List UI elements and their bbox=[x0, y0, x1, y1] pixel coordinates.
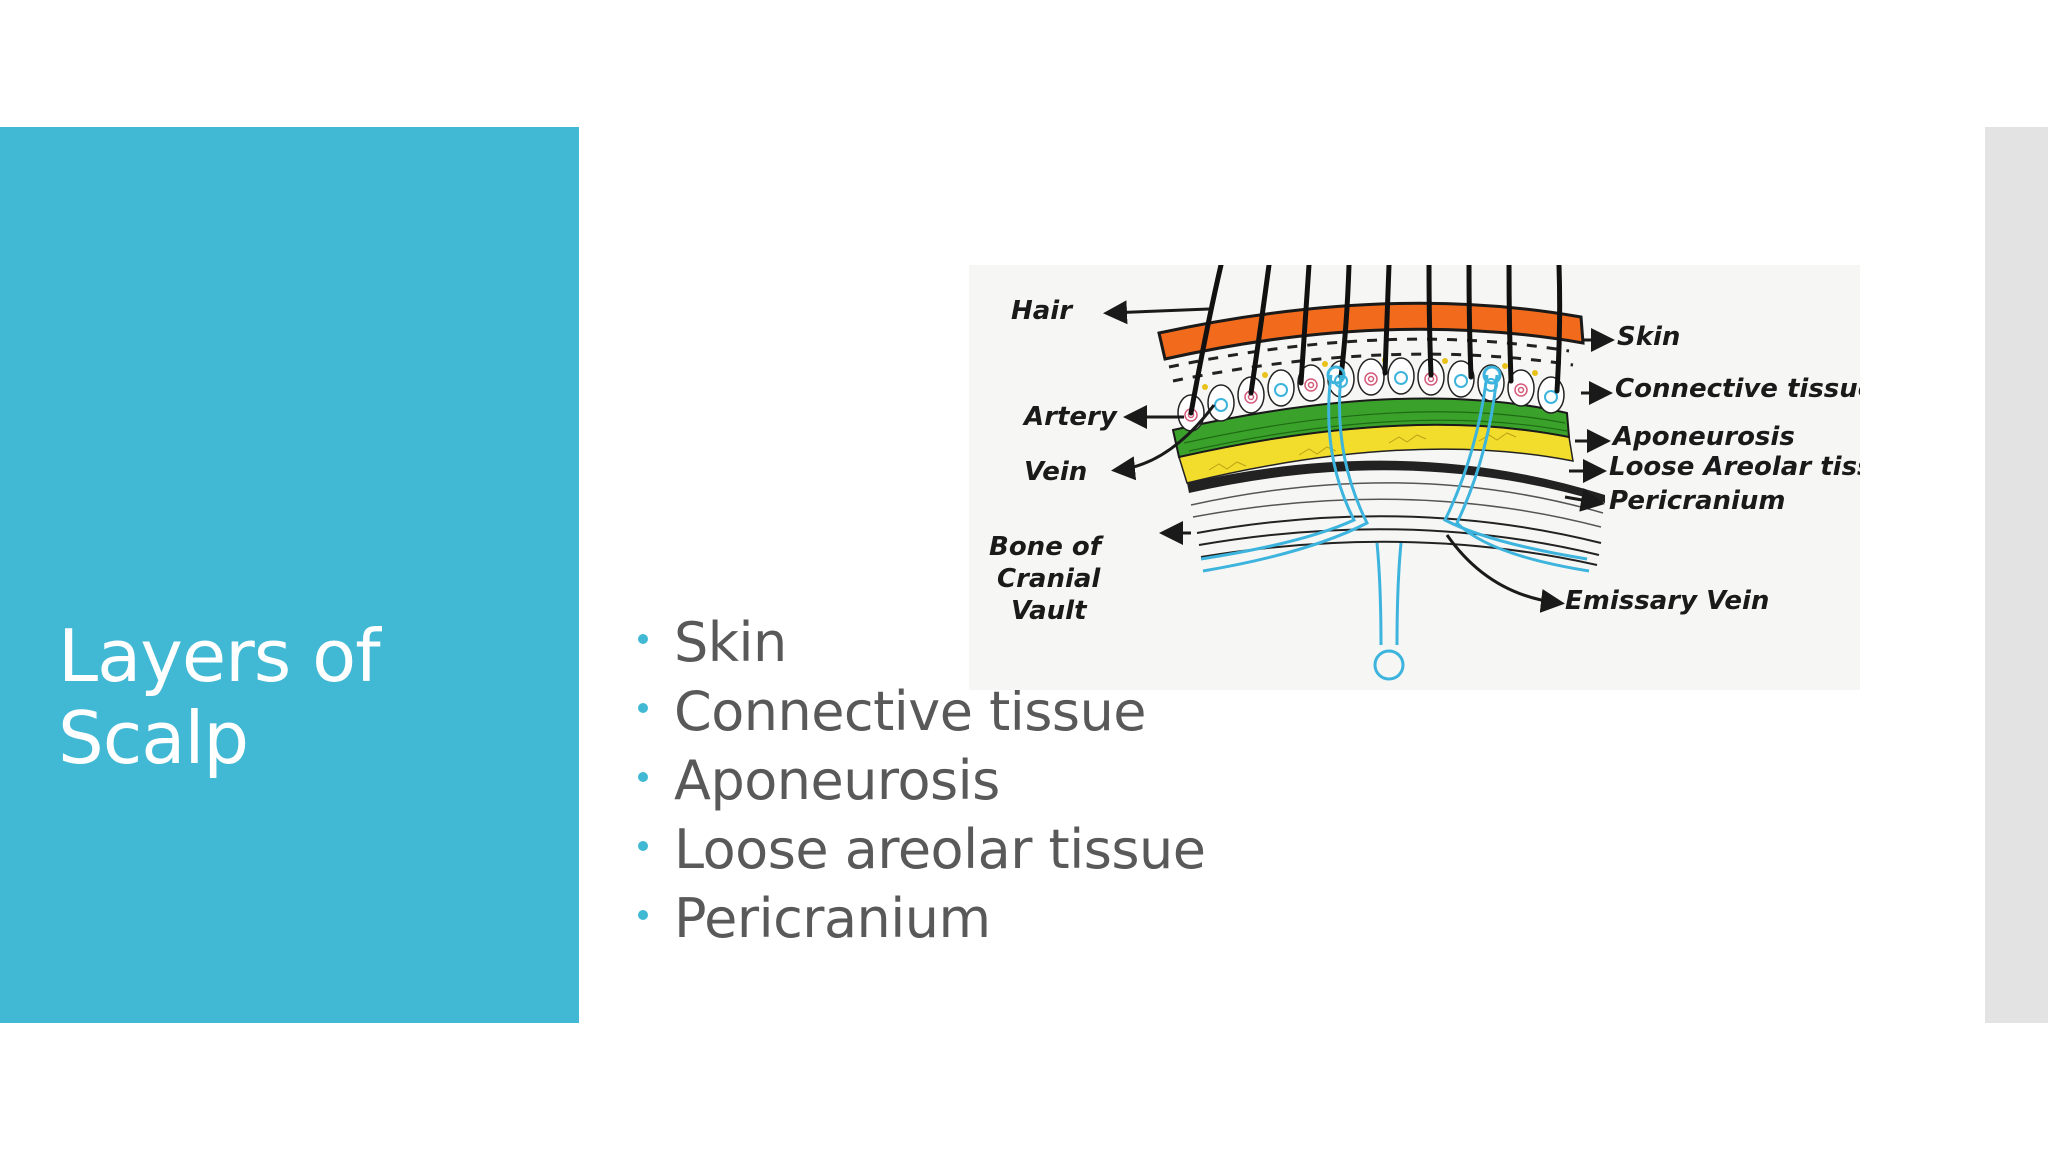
label-connective: Connective tissue bbox=[1615, 374, 1860, 404]
aponeurosis-layer bbox=[1171, 397, 1571, 459]
right-accent-bar bbox=[1985, 127, 2048, 1023]
list-item-text: Aponeurosis bbox=[674, 749, 1000, 812]
label-emissary: Emissary Vein bbox=[1565, 586, 1769, 616]
list-item: Aponeurosis bbox=[634, 746, 1205, 815]
list-item-text: Pericranium bbox=[674, 887, 991, 950]
emissary-vein bbox=[1200, 365, 1590, 681]
bullet-dot-icon bbox=[638, 910, 648, 920]
title-panel: Layers of Scalp bbox=[0, 127, 579, 1023]
arrow-vein bbox=[1111, 404, 1216, 481]
bullet-dot-icon bbox=[638, 703, 648, 713]
arrow-hair bbox=[1103, 300, 1210, 325]
hair-strands bbox=[1188, 265, 1563, 416]
label-bone-line1: Bone of bbox=[989, 532, 1105, 562]
list-item: Skin bbox=[634, 608, 1205, 677]
slide-title: Layers of Scalp bbox=[58, 614, 381, 780]
list-item: Pericranium bbox=[634, 884, 1205, 953]
label-vein: Vein bbox=[1024, 457, 1087, 487]
label-hair: Hair bbox=[1011, 296, 1074, 326]
label-pericranium: Pericranium bbox=[1609, 486, 1786, 516]
label-bone-line3: Vault bbox=[1011, 596, 1088, 626]
list-item: Loose areolar tissue bbox=[634, 815, 1206, 884]
arrow-emissary bbox=[1445, 534, 1565, 613]
slide-title-line: Layers of bbox=[58, 614, 381, 698]
scalp-layers-diagram: Hair Artery Vein Bone of Cranial Vault S… bbox=[969, 265, 1860, 690]
bullet-dot-icon bbox=[638, 772, 648, 782]
scalp-diagram-svg: Hair Artery Vein Bone of Cranial Vault S… bbox=[989, 265, 1860, 681]
skin-layer bbox=[1157, 301, 1585, 361]
slide-title-line: Scalp bbox=[58, 696, 249, 780]
bullet-dot-icon bbox=[638, 634, 648, 644]
label-skin: Skin bbox=[1617, 322, 1680, 352]
dermis-dashes bbox=[1168, 337, 1574, 383]
list-item-text: Connective tissue bbox=[674, 680, 1147, 743]
label-bone-line2: Cranial bbox=[997, 564, 1101, 594]
list-item-text: Skin bbox=[674, 611, 787, 674]
arrow-pericranium bbox=[1564, 488, 1605, 512]
list-item: Connective tissue bbox=[634, 677, 1205, 746]
label-artery: Artery bbox=[1022, 402, 1118, 432]
list-item-text: Loose areolar tissue bbox=[674, 818, 1206, 881]
pericranium-layer bbox=[1187, 460, 1605, 503]
label-aponeurosis: Aponeurosis bbox=[1611, 422, 1795, 452]
layer-bullet-list: Skin Connective tissue Aponeurosis Loose… bbox=[634, 608, 1206, 953]
bullet-dot-icon bbox=[638, 841, 648, 851]
label-loose: Loose Areolar tissue bbox=[1609, 452, 1860, 482]
